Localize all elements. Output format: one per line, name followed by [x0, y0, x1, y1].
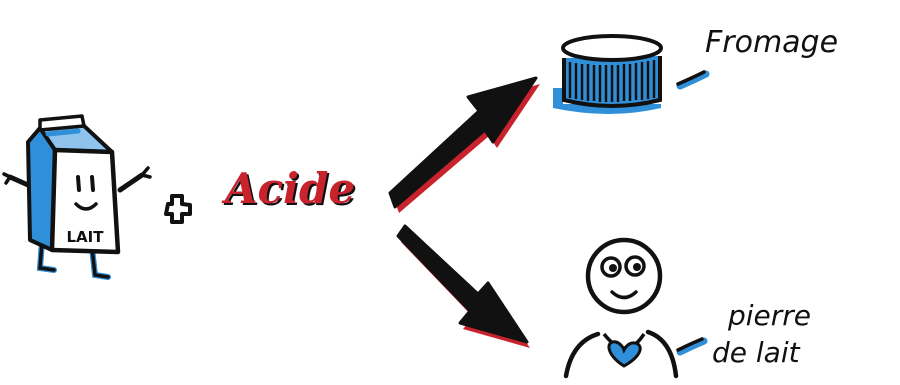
acid-label: Acide	[221, 164, 355, 213]
cheese-label: Fromage	[705, 25, 838, 60]
person-label-line2: de lait	[712, 336, 801, 369]
arrow-down-right-icon	[398, 226, 530, 348]
person-icon	[566, 240, 676, 376]
arrow-up-right-icon	[390, 78, 540, 213]
person-label-line1: pierre	[727, 299, 811, 332]
carton-label: LAIT	[67, 228, 105, 246]
plus-sign	[166, 196, 190, 222]
cheese-wheel-icon	[553, 36, 661, 114]
milk-carton-icon	[4, 116, 150, 277]
